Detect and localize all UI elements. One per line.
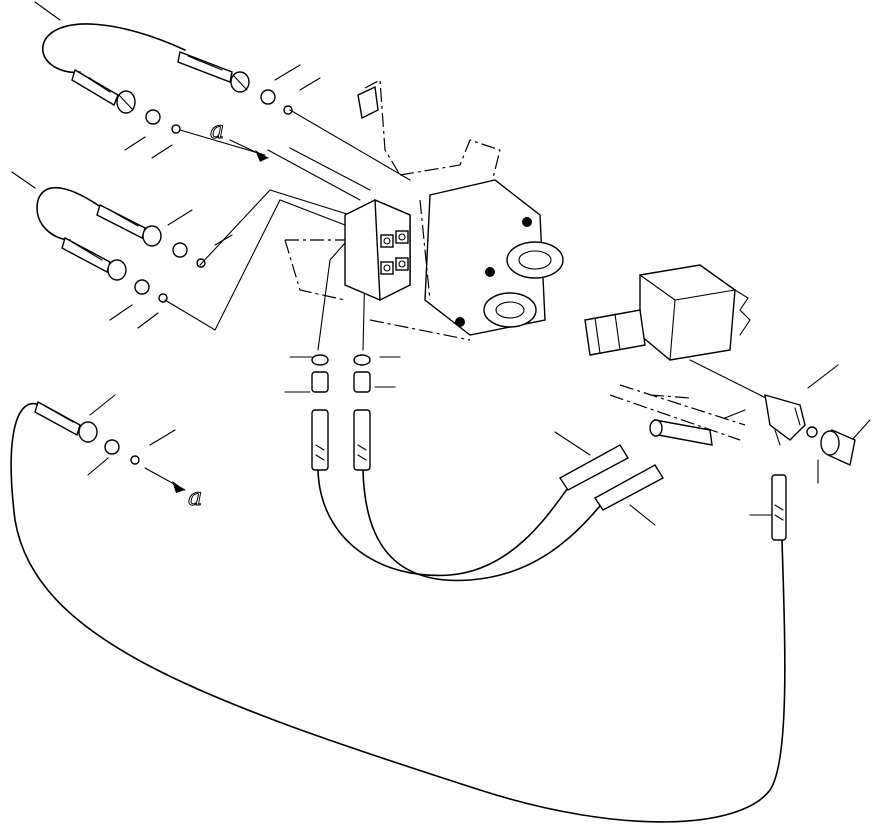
hose-fitting-4 bbox=[61, 236, 127, 281]
leader-lines bbox=[11, 1, 871, 526]
hose-fitting-5 bbox=[34, 400, 98, 443]
cylinder-assembly bbox=[584, 264, 771, 401]
tee-fitting bbox=[764, 394, 856, 467]
hose-fitting-3 bbox=[96, 203, 162, 247]
hose-loop-center-a bbox=[317, 469, 571, 577]
hydraulic-lines bbox=[164, 109, 411, 351]
connector-label-top: a bbox=[210, 116, 224, 144]
hose-loop-mid-left bbox=[36, 186, 106, 241]
connector-arrow-top: a bbox=[210, 116, 269, 162]
connector-label-bottom: a bbox=[188, 483, 202, 511]
hose-fitting-2 bbox=[71, 68, 136, 114]
valve-assembly bbox=[284, 79, 564, 341]
connector-arrow-bottom: a bbox=[144, 467, 203, 512]
hose-loop-large-bottom bbox=[10, 402, 786, 823]
hose-fitting-1 bbox=[177, 51, 250, 93]
hose-loop-top-left bbox=[42, 23, 186, 74]
hose-loop-center-b bbox=[362, 469, 606, 582]
vertical-hose-ends bbox=[311, 354, 787, 541]
manifold-tube bbox=[609, 384, 746, 446]
